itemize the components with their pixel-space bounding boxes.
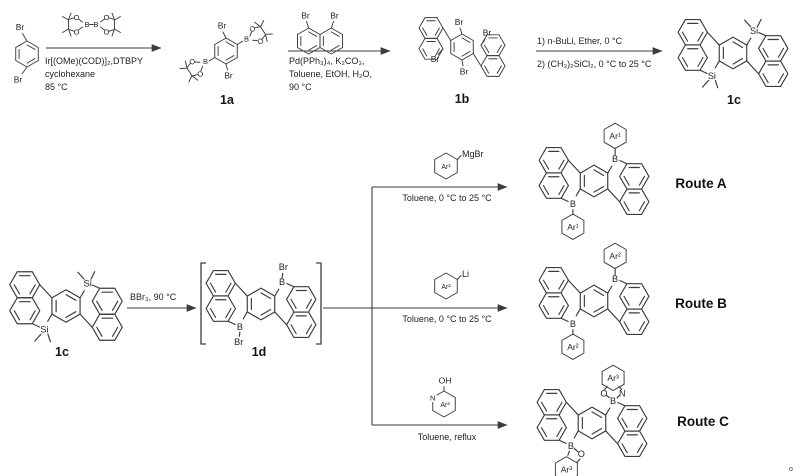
- step1-conditions-line1: Ir[(OMe)(COD)]₂,DTBPY: [45, 56, 143, 66]
- route-c-label: Route C: [677, 414, 729, 429]
- atom-label-br: Br: [14, 75, 23, 85]
- step1-conditions-line2: cyclohexane: [45, 69, 95, 79]
- atom-label-n: N: [619, 388, 626, 398]
- bracket-right: [316, 262, 322, 345]
- atom-label-br: Br: [455, 17, 464, 27]
- molecule-1d: B Br B Br 1d: [200, 262, 322, 359]
- atom-label-br: Br: [301, 11, 310, 21]
- molecule-route-c-product: B O Ar³ B O N Ar³ Route C: [537, 364, 729, 476]
- atom-label-si: Si: [40, 325, 48, 335]
- atom-label-b: B: [93, 20, 98, 29]
- atom-label-o: O: [578, 449, 585, 459]
- atom-label-b: B: [612, 274, 618, 284]
- molecule-dibromonaphthalene: Br Br: [297, 11, 343, 55]
- atom-label-br: Br: [218, 21, 227, 31]
- atom-label-b: B: [612, 154, 618, 164]
- atom-label-br: Br: [431, 54, 440, 64]
- molecule-1b: Br Br Br Br 1b: [418, 17, 506, 106]
- aryl-label-ar2: Ar²: [609, 251, 621, 261]
- group-label-li: Li: [462, 269, 469, 279]
- route-b-reagent: Ar² Li Toluene, 0 °C to 25 °C: [402, 269, 492, 324]
- corner-mark: o: [789, 466, 793, 473]
- molecule-b2pin2: B B: [62, 12, 121, 38]
- route-b-conditions: Toluene, 0 °C to 25 °C: [402, 314, 492, 324]
- step2-conditions-line1: Pd(PPh₃)₄, K₂CO₃,: [289, 56, 365, 66]
- aryl-label-ar3: Ar³: [440, 402, 450, 409]
- reaction-step-1: Ir[(OMe)(COD)]₂,DTBPY cyclohexane 85 °C: [45, 44, 162, 92]
- step2-conditions-line2: Toluene, EtOH, H₂O,: [289, 69, 372, 79]
- compound-label-1d: 1d: [252, 345, 267, 359]
- atom-label-b: B: [279, 277, 285, 287]
- branch-connector: [323, 183, 508, 429]
- route-a-label: Route A: [675, 176, 726, 191]
- reaction-step-4: BBr₃, 90 °C: [127, 292, 197, 312]
- atom-label-n: N: [430, 393, 435, 402]
- atom-label-b: B: [610, 396, 616, 406]
- group-label-mgbr: MgBr: [462, 149, 484, 159]
- compound-label-1b: 1b: [455, 92, 470, 106]
- aryl-label-ar1: Ar¹: [441, 164, 451, 171]
- step3-conditions-line1: 1) n-BuLi, Ether, 0 °C: [537, 36, 623, 46]
- atom-label-b: B: [570, 199, 576, 209]
- route-a-reagent: Ar¹ MgBr Toluene, 0 °C to 25 °C: [402, 149, 492, 203]
- molecule-1c-top: Si Si 1c: [678, 18, 788, 107]
- bracket-left: [200, 262, 206, 345]
- atom-label-br: Br: [460, 67, 469, 77]
- route-b-label: Route B: [675, 296, 727, 311]
- molecule-1c-bottom: Si Si 1c: [10, 271, 123, 359]
- molecule-dibromobenzene: Br Br: [14, 22, 39, 85]
- compound-label-1a: 1a: [220, 93, 235, 107]
- step4-conditions-line1: BBr₃, 90 °C: [130, 292, 177, 302]
- atom-label-b: B: [237, 322, 243, 332]
- reaction-step-2: Pd(PPh₃)₄, K₂CO₃, Toluene, EtOH, H₂O, 90…: [288, 47, 391, 92]
- reaction-step-3: 1) n-BuLi, Ether, 0 °C 2) (CH₃)₂SiCl₂, 0…: [536, 36, 663, 69]
- atom-label-b: B: [570, 319, 576, 329]
- atom-label-br: Br: [16, 22, 25, 32]
- atom-label-b: B: [568, 441, 574, 451]
- aryl-label-ar2: Ar²: [441, 284, 451, 291]
- atom-label-b: B: [244, 35, 249, 44]
- atom-label-o: O: [600, 388, 607, 398]
- aryl-label-ar1: Ar¹: [609, 131, 621, 141]
- molecule-route-b-product: B Ar² B Ar² Route B: [539, 242, 727, 360]
- step2-conditions-line3: 90 °C: [289, 82, 312, 92]
- atom-label-br: Br: [234, 337, 243, 347]
- atom-label-br: Br: [483, 28, 492, 38]
- route-a-conditions: Toluene, 0 °C to 25 °C: [402, 193, 492, 203]
- route-c-reagent: N Ar³ OH Toluene, reflux: [418, 376, 477, 443]
- molecule-route-a-product: B Ar¹ B Ar¹ Route A: [539, 122, 727, 240]
- group-label-oh: OH: [439, 376, 452, 386]
- step1-conditions-line3: 85 °C: [45, 82, 68, 92]
- aryl-label-ar1: Ar¹: [567, 222, 579, 232]
- compound-label-1c: 1c: [727, 93, 741, 107]
- atom-mask: [428, 392, 438, 403]
- atom-label-b: B: [203, 57, 208, 66]
- atom-label-si: Si: [83, 279, 91, 289]
- atom-label-b: B: [84, 20, 89, 29]
- atom-label-br: Br: [330, 11, 339, 21]
- aryl-label-ar3: Ar³: [561, 464, 573, 474]
- compound-label-1c: 1c: [55, 345, 69, 359]
- step3-conditions-line2: 2) (CH₃)₂SiCl₂, 0 °C to 25 °C: [537, 59, 652, 69]
- route-c-conditions: Toluene, reflux: [418, 432, 477, 442]
- atom-label-br: Br: [279, 262, 288, 272]
- atom-label-si: Si: [708, 71, 716, 81]
- aryl-label-ar2: Ar²: [567, 342, 579, 352]
- atom-label-si: Si: [750, 26, 758, 36]
- molecule-1a: Br Br B B 1a: [177, 17, 276, 107]
- atom-label-br: Br: [224, 71, 233, 81]
- aryl-label-ar3: Ar³: [607, 373, 619, 383]
